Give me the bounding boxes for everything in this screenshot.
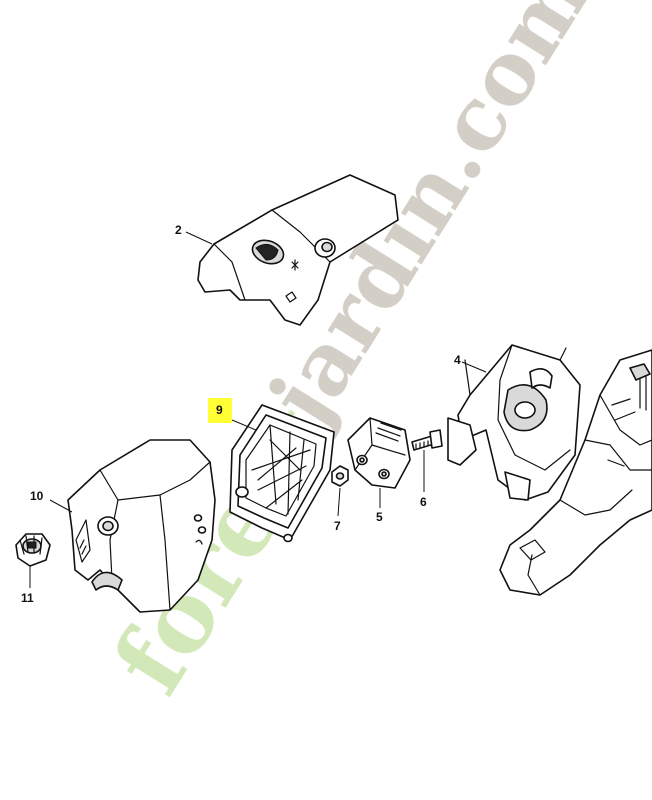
callout-6: 6 (420, 495, 427, 509)
callout-11: 11 (21, 591, 34, 605)
leader-4 (461, 361, 487, 373)
engine-housing (499, 349, 652, 596)
callout-2: 2 (175, 223, 182, 237)
part-9-air-filter (229, 404, 335, 543)
callout-4: 4 (454, 353, 461, 367)
leader-2 (185, 231, 213, 245)
part-4-carburetor-box (447, 344, 581, 501)
leader-10 (49, 499, 73, 513)
callout-7: 7 (334, 519, 341, 533)
callout-10: 10 (30, 489, 44, 503)
part-10-shroud (67, 439, 216, 613)
part-2-top-cover (197, 174, 399, 326)
part-6-screw (411, 429, 443, 451)
part-5-flange (347, 417, 411, 489)
leader-9 (231, 419, 257, 431)
part-7-nut (331, 465, 349, 487)
part-11-knob (15, 533, 51, 567)
callout-9-highlight: 9 (208, 398, 232, 423)
leader-7 (337, 487, 341, 517)
callout-5: 5 (376, 510, 383, 524)
